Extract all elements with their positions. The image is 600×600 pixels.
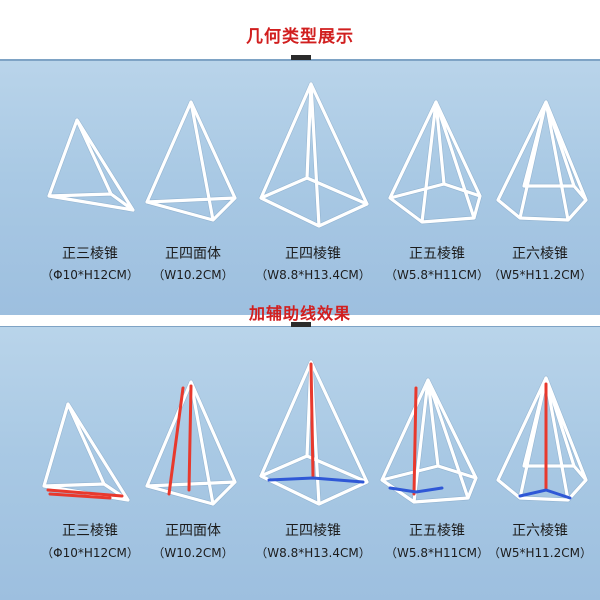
pentagonal-pyramid-aux-model (379, 377, 479, 505)
label-name-tetrahedron-aux: 正四面体 (165, 523, 221, 539)
label-name-hexagonal-pyramid: 正六棱锥 (512, 246, 568, 262)
label-name-triangular-pyramid: 正三棱锥 (62, 246, 118, 262)
square-pyramid-model (258, 81, 370, 229)
label-dims-square-pyramid-aux: （W8.8*H13.4CM） (255, 546, 371, 560)
panel-auxiliary-lines (0, 327, 600, 600)
label-name-triangular-pyramid-aux: 正三棱锥 (62, 523, 118, 539)
header-title: 几何类型展示 (246, 27, 354, 47)
panel-geometry-types (0, 61, 600, 315)
label-dims-tetrahedron-aux: （W10.2CM） (152, 546, 234, 560)
tetrahedron-model (144, 99, 238, 223)
label-dims-hexagonal-pyramid: （W5*H11.2CM） (488, 268, 592, 282)
triangular-pyramid-aux-model (41, 401, 131, 503)
tetrahedron-aux-model (144, 379, 238, 507)
label-dims-triangular-pyramid: （Φ10*H12CM） (41, 268, 139, 282)
label-name-square-pyramid: 正四棱锥 (285, 246, 341, 262)
triangular-pyramid-model (46, 117, 136, 213)
label-name-hexagonal-pyramid-aux: 正六棱锥 (512, 523, 568, 539)
hexagonal-pyramid-model (495, 99, 589, 223)
header: 几何类型展示 (0, 0, 600, 62)
label-dims-triangular-pyramid-aux: （Φ10*H12CM） (41, 546, 139, 560)
section-title-auxiliary-lines: 加辅助线效果 (248, 304, 351, 323)
label-dims-pentagonal-pyramid-aux: （W5.8*H11CM） (385, 546, 489, 560)
header-tab-marker (291, 55, 311, 60)
label-dims-hexagonal-pyramid-aux: （W5*H11.2CM） (488, 546, 592, 560)
label-dims-pentagonal-pyramid: （W5.8*H11CM） (385, 268, 489, 282)
section-divider-strip (0, 316, 600, 327)
hexagonal-pyramid-aux-model (495, 375, 589, 503)
label-name-pentagonal-pyramid-aux: 正五棱锥 (409, 523, 465, 539)
label-name-pentagonal-pyramid: 正五棱锥 (409, 246, 465, 262)
pentagonal-pyramid-model (387, 99, 483, 225)
square-pyramid-aux-model (258, 359, 370, 507)
label-name-tetrahedron: 正四面体 (165, 246, 221, 262)
header-divider-line (0, 59, 600, 61)
section-tab-marker (291, 322, 311, 327)
label-dims-square-pyramid: （W8.8*H13.4CM） (255, 268, 371, 282)
label-dims-tetrahedron: （W10.2CM） (152, 268, 234, 282)
label-name-square-pyramid-aux: 正四棱锥 (285, 523, 341, 539)
